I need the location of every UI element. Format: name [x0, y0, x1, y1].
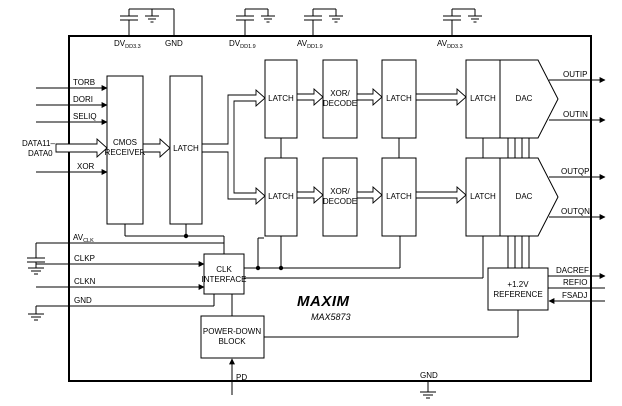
label-data-line1: DATA11–	[22, 139, 55, 148]
label-dvdd33: DVDD3.3	[114, 39, 141, 50]
supply-avdd33-cap	[443, 8, 482, 36]
q-latch-1-label: LATCH	[268, 192, 294, 201]
label-dacref: DACREF	[556, 266, 589, 275]
q-dac-block	[499, 157, 559, 237]
i-dac-block	[499, 59, 559, 139]
label-avdd19: AVDD1.9	[297, 39, 323, 50]
label-outqp: OUTQP	[561, 167, 589, 176]
label-gnd-bottom: GND	[420, 371, 438, 380]
reference-label-line2: REFERENCE	[493, 290, 542, 299]
cmos-to-latch-arrow	[142, 137, 171, 159]
reference-block	[487, 267, 549, 311]
label-gnd-top: GND	[165, 39, 183, 48]
i-arrow-2	[356, 87, 383, 107]
label-outqn: OUTQN	[561, 207, 590, 216]
i-xor-decode-label-line1: XOR/	[330, 89, 350, 98]
q-xor-decode-label-line1: XOR/	[330, 187, 350, 196]
power-down-label-line2: BLOCK	[218, 337, 246, 346]
label-outip: OUTIP	[563, 70, 587, 79]
input-latch-block	[169, 75, 203, 225]
supply-dvdd19-cap	[236, 8, 275, 36]
q-arrow-2	[356, 185, 383, 205]
i-latch-3-label: LATCH	[470, 94, 496, 103]
i-xor-decode-block	[322, 59, 358, 139]
clk-interface-block	[203, 253, 245, 295]
q-xor-decode-block	[322, 157, 358, 237]
label-seliq: SELIQ	[73, 112, 97, 121]
clk-interface-label-line2: INTERFACE	[202, 275, 247, 284]
i-arrow-3	[415, 87, 467, 107]
label-clock-gnd: GND	[74, 296, 92, 305]
supply-dvdd33-cap	[120, 8, 175, 36]
junction-dot-1	[183, 233, 189, 239]
q-latch-2-label: LATCH	[386, 192, 412, 201]
cmos-receiver-label-line1: CMOS	[113, 138, 137, 147]
power-down-to-reference-wire	[264, 310, 519, 338]
i-latch-3-block	[465, 59, 501, 139]
i-xor-decode-label-line2: DECODE	[323, 99, 357, 108]
chip-boundary	[68, 35, 592, 382]
label-dori: DORI	[73, 95, 93, 104]
power-down-label-line1: POWER-DOWN	[203, 327, 261, 336]
input-latch-label: LATCH	[173, 144, 199, 153]
supply-avdd19-cap	[304, 8, 343, 36]
clk-interface-label-line1: CLK	[216, 265, 232, 274]
label-data-line2: DATA0	[28, 149, 53, 158]
label-fsadj: FSADJ	[562, 291, 587, 300]
label-clkn: CLKN	[74, 277, 96, 286]
label-pd: PD	[236, 373, 247, 382]
i-latch-2-label: LATCH	[386, 94, 412, 103]
latch-split-arrow	[201, 88, 266, 206]
label-avclk: AVCLK	[73, 233, 94, 244]
maxim-logo: MAXIM	[297, 293, 350, 310]
avclk-cap	[27, 242, 225, 275]
label-outin: OUTIN	[563, 110, 588, 119]
input-data-bus-arrow	[55, 137, 108, 159]
label-torb: TORB	[73, 78, 95, 87]
label-xor: XOR	[77, 162, 95, 171]
i-arrow-1	[296, 87, 324, 107]
cmos-receiver-label-line2: RECEIVER	[105, 148, 146, 157]
i-latch-1-label: LATCH	[268, 94, 294, 103]
label-dvdd19: DVDD1.9	[229, 39, 256, 50]
junction-dot-3	[278, 265, 284, 271]
clock-distribution-wires	[124, 138, 530, 279]
q-dac-label: DAC	[516, 192, 533, 201]
label-clkp: CLKP	[74, 254, 95, 263]
q-latch-1-block	[264, 157, 298, 237]
clock-gnd	[28, 294, 215, 321]
q-arrow-1	[296, 185, 324, 205]
q-arrow-3	[415, 185, 467, 205]
part-number: MAX5873	[311, 312, 351, 322]
reference-label-line1: +1.2V	[507, 280, 529, 289]
i-dac-label: DAC	[516, 94, 533, 103]
label-refio: REFIO	[563, 278, 587, 287]
bottom-gnd	[420, 381, 436, 399]
q-xor-decode-label-line2: DECODE	[323, 197, 357, 206]
junction-dot-2	[255, 265, 261, 271]
q-latch-3-label: LATCH	[470, 192, 496, 201]
label-avdd33: AVDD3.3	[437, 39, 463, 50]
